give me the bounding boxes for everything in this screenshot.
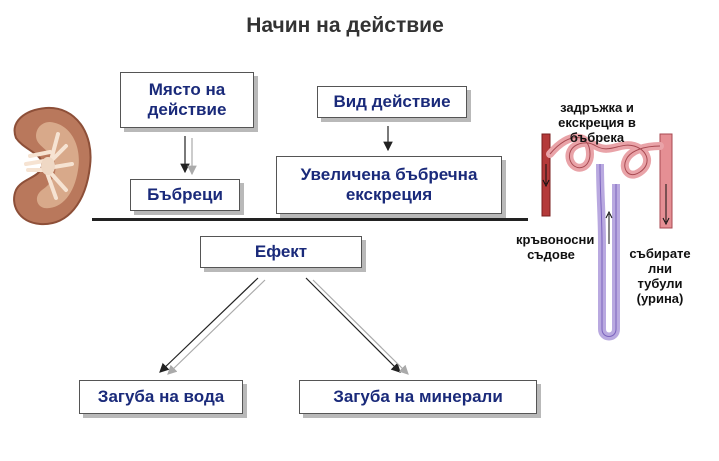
arrow-effect-to-water-shadow <box>167 279 266 375</box>
water-loss-box: Загуба на вода <box>79 380 243 414</box>
excretion-box: Увеличена бъбречна екскреция <box>276 156 502 214</box>
water-loss-label: Загуба на вода <box>97 387 225 406</box>
kidneys-box: Бъбреци <box>130 179 240 211</box>
effect-box: Ефект <box>200 236 362 268</box>
kidneys-label: Бъбреци <box>147 185 223 204</box>
divider-line <box>92 218 528 221</box>
page-title: Начин на действие <box>246 14 444 37</box>
arrow-effect-to-minerals-shadow <box>312 279 409 375</box>
nephron-illustration <box>541 133 673 341</box>
kidney-illustration <box>13 106 92 226</box>
arrow-effect-to-water <box>159 277 259 373</box>
excretion-label: Увеличена бъбречна екскреция <box>300 165 478 204</box>
site-of-action-box: Място на действие <box>120 72 254 128</box>
action-type-box: Вид действие <box>317 86 467 118</box>
mineral-loss-label: Загуба на минерали <box>333 387 503 406</box>
retention-label: задръжка и екскреция в бъбрека <box>558 100 636 145</box>
arrow-effect-to-minerals <box>305 277 401 373</box>
site-of-action-label: Място на действие <box>147 80 227 119</box>
vessels-label: кръвоносни съдове <box>516 232 595 262</box>
action-type-label: Вид действие <box>333 92 451 111</box>
effect-label: Ефект <box>254 242 308 261</box>
tubules-label: събирате лни тубули (урина) <box>629 246 691 306</box>
mineral-loss-box: Загуба на минерали <box>299 380 537 414</box>
